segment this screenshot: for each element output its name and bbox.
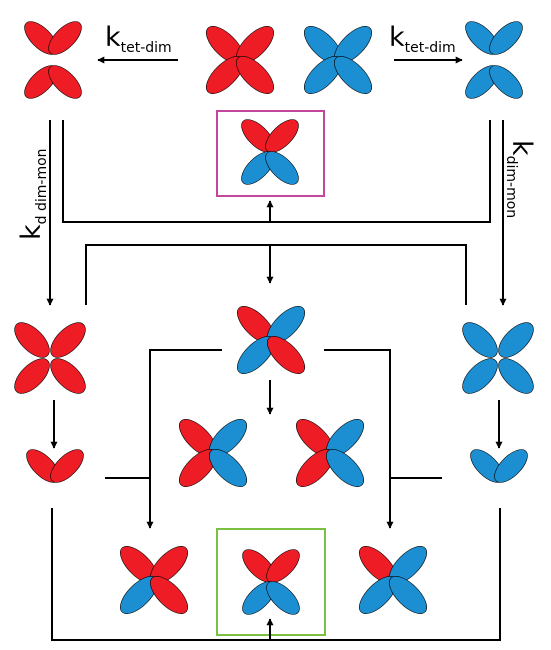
svg-text:ktet-dim: ktet-dim	[105, 22, 172, 56]
monomer	[14, 358, 50, 394]
monomer	[50, 358, 86, 394]
monomer	[498, 322, 534, 358]
label-k-d-dim-mon: kd dim-mon	[16, 148, 50, 240]
monomer-lobe	[265, 151, 299, 185]
k-subscript-d-dim-mon: d dim-mon	[34, 148, 50, 224]
k-subscript-tet-dim: tet-dim	[405, 40, 456, 56]
protein-shapes	[14, 21, 534, 615]
monomer-lobe	[150, 576, 188, 614]
monomer-lobe	[267, 336, 305, 374]
k-subscript-dim-mon: dim-mon	[503, 156, 519, 219]
monomer-lobe	[489, 65, 523, 99]
label-k-tet-dim-left: ktet-dim	[105, 22, 172, 56]
mixed-tetramer-center	[237, 306, 305, 374]
red-dimer	[26, 449, 84, 483]
monomer-lobe	[265, 119, 299, 153]
label-k-dim-mon: kdim-mon	[503, 140, 537, 218]
monomer	[50, 322, 86, 358]
svg-text:kdim-mon: kdim-mon	[503, 140, 537, 218]
blue-monomers	[462, 322, 534, 394]
red-dimer-pair	[24, 21, 82, 99]
k-symbol: k	[506, 140, 537, 156]
monomer-lobe	[50, 449, 84, 483]
monomer-lobe	[489, 21, 523, 55]
monomer-lobe	[266, 581, 300, 615]
highlight-box-hetero-tetramer	[216, 110, 325, 197]
hetero-tetramer-green-box	[242, 549, 300, 615]
k-symbol: k	[105, 22, 121, 53]
blue-dimer	[470, 449, 528, 483]
monomer-lobe	[48, 65, 82, 99]
monomer	[14, 322, 50, 358]
monomer	[462, 358, 498, 394]
k-subscript-tet-dim: tet-dim	[121, 40, 172, 56]
mixed-tetramer-bottom-left	[120, 546, 188, 614]
blue-tetramer	[304, 26, 372, 94]
monomer-lobe	[494, 449, 528, 483]
hetero-tetramer-pink-box	[241, 119, 299, 185]
monomer-lobe	[48, 21, 82, 55]
monomer-lobe	[334, 56, 372, 94]
blue-dimer-pair	[465, 21, 523, 99]
label-k-tet-dim-right: ktet-dim	[389, 22, 456, 56]
monomer-lobe	[209, 449, 247, 487]
monomer	[498, 358, 534, 394]
svg-text:kd dim-mon: kd dim-mon	[16, 148, 50, 240]
mixed-tetramer-middle-left	[179, 419, 247, 487]
svg-text:ktet-dim: ktet-dim	[389, 22, 456, 56]
k-symbol: k	[389, 22, 405, 53]
mixed-tetramer-bottom-right	[359, 546, 427, 614]
k-symbol: k	[16, 224, 47, 240]
monomer-lobe	[389, 576, 427, 614]
monomer-lobe	[326, 449, 364, 487]
mixed-tetramer-middle-right	[296, 419, 364, 487]
monomer	[462, 322, 498, 358]
red-tetramer	[206, 26, 274, 94]
monomer-lobe	[266, 549, 300, 583]
red-monomers	[14, 322, 86, 394]
monomer-lobe	[236, 56, 274, 94]
connector-lines	[46, 56, 507, 641]
